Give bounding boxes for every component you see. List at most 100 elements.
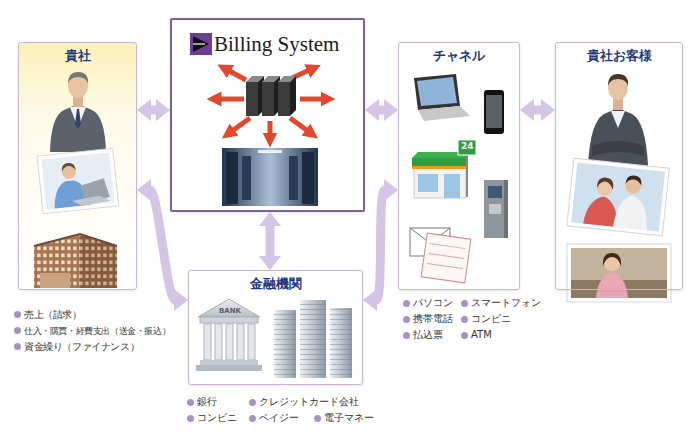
bullet-dot <box>14 327 21 334</box>
tower-windows <box>330 308 352 378</box>
rack <box>226 152 238 204</box>
distribution-arrows <box>214 68 328 140</box>
woman-hair <box>597 177 614 190</box>
arrow-head <box>520 99 534 121</box>
bank-column <box>204 324 211 360</box>
slip-line <box>430 244 466 249</box>
bullet-dot <box>403 332 410 339</box>
arrow-head <box>259 212 281 226</box>
office-building <box>34 234 117 288</box>
bank-column <box>226 324 233 360</box>
bank-column <box>215 324 222 360</box>
store-wall <box>414 165 466 198</box>
skyscrapers <box>274 300 352 378</box>
arrow-shaft <box>533 106 542 115</box>
building-cornice <box>34 234 117 246</box>
bullet-dot <box>249 415 256 422</box>
smartphone-icon <box>484 90 504 134</box>
server-room-photo <box>222 148 318 206</box>
man-hair <box>626 175 643 186</box>
hair <box>68 72 88 84</box>
atm-side <box>504 180 508 238</box>
red-arrow <box>290 118 312 134</box>
red-arrow <box>214 97 244 102</box>
bank-sign-text: BANK <box>219 308 241 315</box>
server-front <box>246 82 258 116</box>
crossed-arms <box>592 141 644 156</box>
laptop-base <box>72 195 111 207</box>
atm-screen <box>488 186 502 198</box>
panel-heading: 金融機関 <box>246 271 306 295</box>
double-arrow <box>259 212 281 270</box>
tower <box>300 300 326 378</box>
list-item: コンビニ <box>471 313 511 325</box>
tower <box>274 310 296 378</box>
payment-slip-icon <box>421 233 471 283</box>
tower-windows <box>300 300 326 378</box>
arrow-head <box>365 99 379 121</box>
arrow-shaft <box>266 225 275 257</box>
bank-entablature <box>200 317 258 323</box>
store-door <box>444 174 460 198</box>
financial-institution-panel: 金融機関 <box>188 270 363 385</box>
laptop-user-photo <box>37 148 119 214</box>
hair <box>61 162 76 171</box>
ceiling-light <box>258 150 282 153</box>
photo-ground <box>571 248 667 298</box>
woman-body <box>596 272 628 298</box>
couple-photo <box>567 158 670 236</box>
photo-frame <box>37 148 119 214</box>
man-body <box>613 194 650 230</box>
tower <box>330 308 352 378</box>
tie <box>75 109 81 129</box>
arrow-shaft <box>378 106 385 115</box>
list-item: パソコン <box>413 297 453 309</box>
bank-steps <box>196 365 262 371</box>
red-arrow <box>224 68 246 80</box>
arrow-head <box>137 179 151 201</box>
photo-frame <box>567 244 671 302</box>
bullet-dot <box>461 316 468 323</box>
tower-windows <box>274 310 296 378</box>
atm-body <box>484 180 508 238</box>
list-item: ペイジー <box>259 412 299 424</box>
server-front <box>278 82 290 116</box>
server-front <box>262 82 274 116</box>
store-band <box>412 158 468 166</box>
arrow-head <box>363 289 377 311</box>
suit <box>50 104 106 152</box>
bullet-dot <box>14 311 21 318</box>
building-front <box>34 234 80 288</box>
atm-keypad <box>489 204 501 214</box>
list-item: ATM <box>471 329 492 341</box>
bullet-dot <box>314 415 321 422</box>
rack <box>302 152 314 204</box>
businessman-figure <box>50 72 106 152</box>
convenience-store-icon <box>412 140 476 198</box>
double-arrow <box>365 99 398 121</box>
photo-ground <box>41 153 114 210</box>
red-arrow <box>268 121 273 140</box>
bank-base <box>200 360 258 365</box>
arrow-head <box>137 99 151 121</box>
slip-sheet <box>421 233 471 283</box>
bullet-dot <box>187 399 194 406</box>
panel-heading: 貴社 <box>61 43 95 67</box>
customer-panel: 貴社お客様 <box>555 42 683 290</box>
server-side <box>290 76 296 116</box>
shirt <box>611 111 625 128</box>
hair <box>608 74 628 86</box>
list-item: 携帯電話 <box>413 313 453 325</box>
building-annex <box>40 273 70 288</box>
list-item: 払込票 <box>413 329 443 341</box>
bank-column <box>248 324 255 360</box>
phone-screen <box>486 95 502 128</box>
bullet-dot <box>187 415 194 422</box>
phone-body <box>484 90 504 134</box>
logo-square <box>190 33 212 55</box>
bullet-dot <box>403 300 410 307</box>
panel-ground <box>18 42 137 290</box>
